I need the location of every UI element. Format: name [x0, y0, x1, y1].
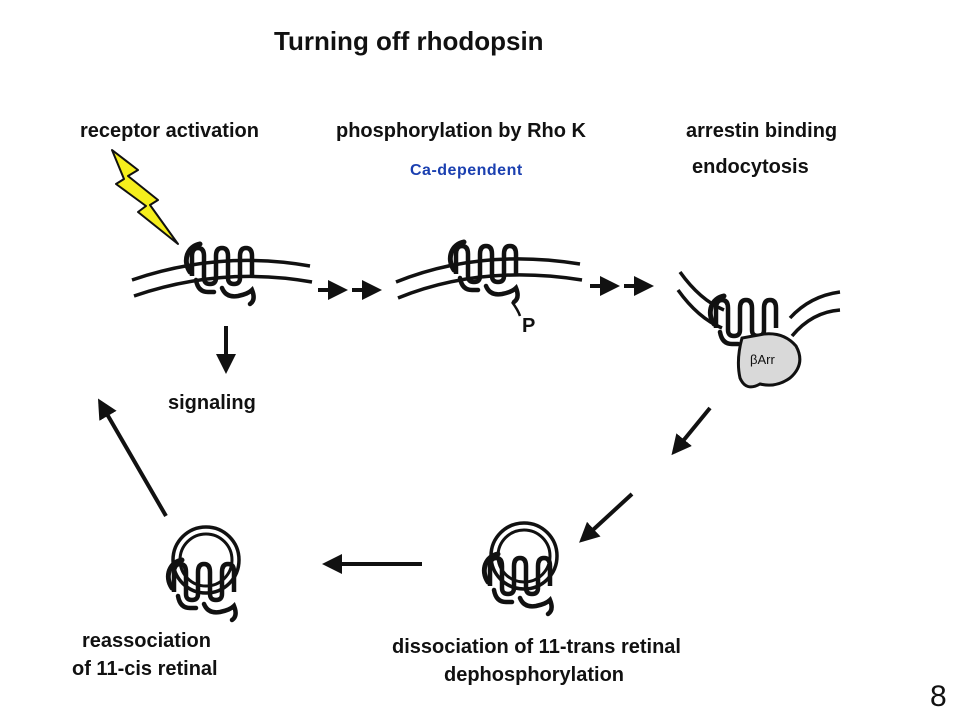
- rhodopsin-receptor-icon: [186, 244, 253, 304]
- lightning-bolt-icon: [111, 149, 179, 245]
- reassociation-arrow: [97, 398, 168, 518]
- step-reassociation-line1: reassociation: [82, 630, 211, 652]
- membrane-phosphorylation: [395, 257, 583, 300]
- page-number: 8: [930, 680, 947, 713]
- step-phosphorylation: phosphorylation by Rho K: [336, 120, 586, 142]
- step-signaling: signaling: [168, 392, 256, 414]
- page-title: Turning off rhodopsin: [274, 26, 544, 56]
- step-dephosphorylation: dephosphorylation: [444, 664, 624, 686]
- step-receptor-activation: receptor activation: [80, 120, 259, 142]
- arrestin-label: βArr: [750, 352, 775, 367]
- step-reassociation-line2: of 11-cis retinal: [72, 658, 218, 680]
- step-arrestin-binding: arrestin binding: [686, 120, 838, 142]
- membrane-activation: [131, 258, 313, 298]
- membrane-endocytosis: [676, 270, 841, 338]
- phosphate-label: P: [522, 315, 535, 337]
- step-dissociation: dissociation of 11-trans retinal: [392, 636, 681, 658]
- step-endocytosis: endocytosis: [692, 156, 809, 178]
- vesicle-arrow: [579, 492, 634, 543]
- rhodopsin-receptor-icon: [450, 242, 517, 302]
- endocytosis-arrow: [671, 406, 712, 456]
- arrestin-icon: [736, 332, 802, 389]
- ca-dependent-note: Ca-dependent: [410, 162, 523, 179]
- rhodopsin-receptor-icon: [168, 560, 235, 620]
